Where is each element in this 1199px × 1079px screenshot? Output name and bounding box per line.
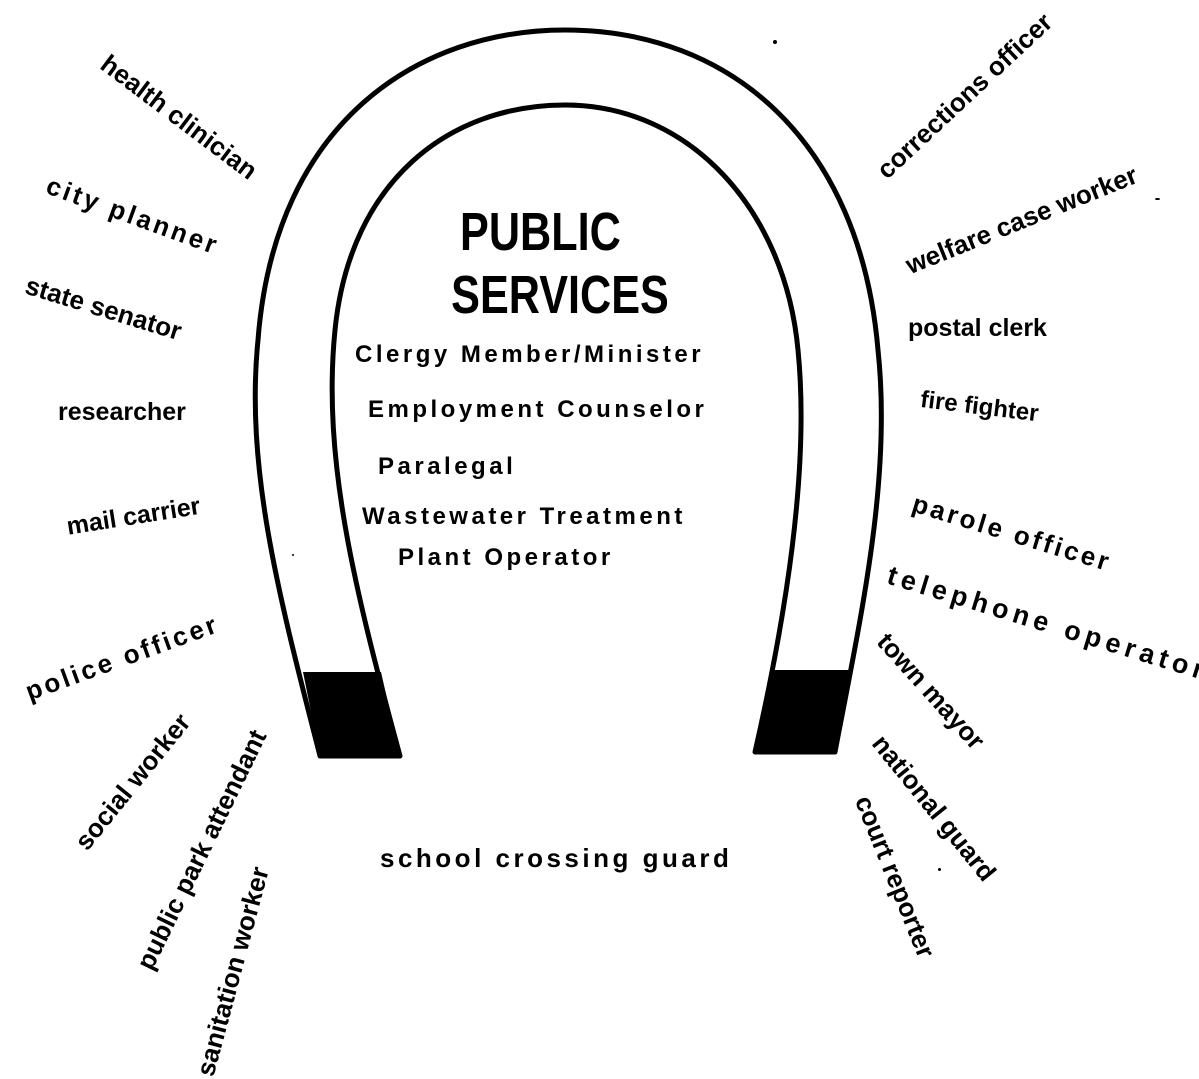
speck [938,868,941,871]
inner-job-paralegal: Paralegal [378,453,517,480]
diagram-title-line2: SERVICES [451,265,669,325]
job-postal-clerk: postal clerk [908,314,1047,342]
magnet-outline [252,27,884,759]
diagram-title-line1: PUBLIC [460,202,621,262]
inner-job-clergy: Clergy Member/Minister [355,341,705,368]
speck [292,554,294,556]
speck [1155,198,1160,200]
magnet-right-pole [755,670,850,752]
speck [773,40,777,44]
job-school-crossing-guard: school crossing guard [380,843,733,873]
inner-job-wastewater-treatment: Wastewater Treatment [362,503,686,530]
magnet-left-pole [303,672,400,756]
inner-job-plant-operator: Plant Operator [398,544,614,571]
inner-job-employment-counselor: Employment Counselor [368,396,708,423]
job-researcher: researcher [58,398,186,426]
